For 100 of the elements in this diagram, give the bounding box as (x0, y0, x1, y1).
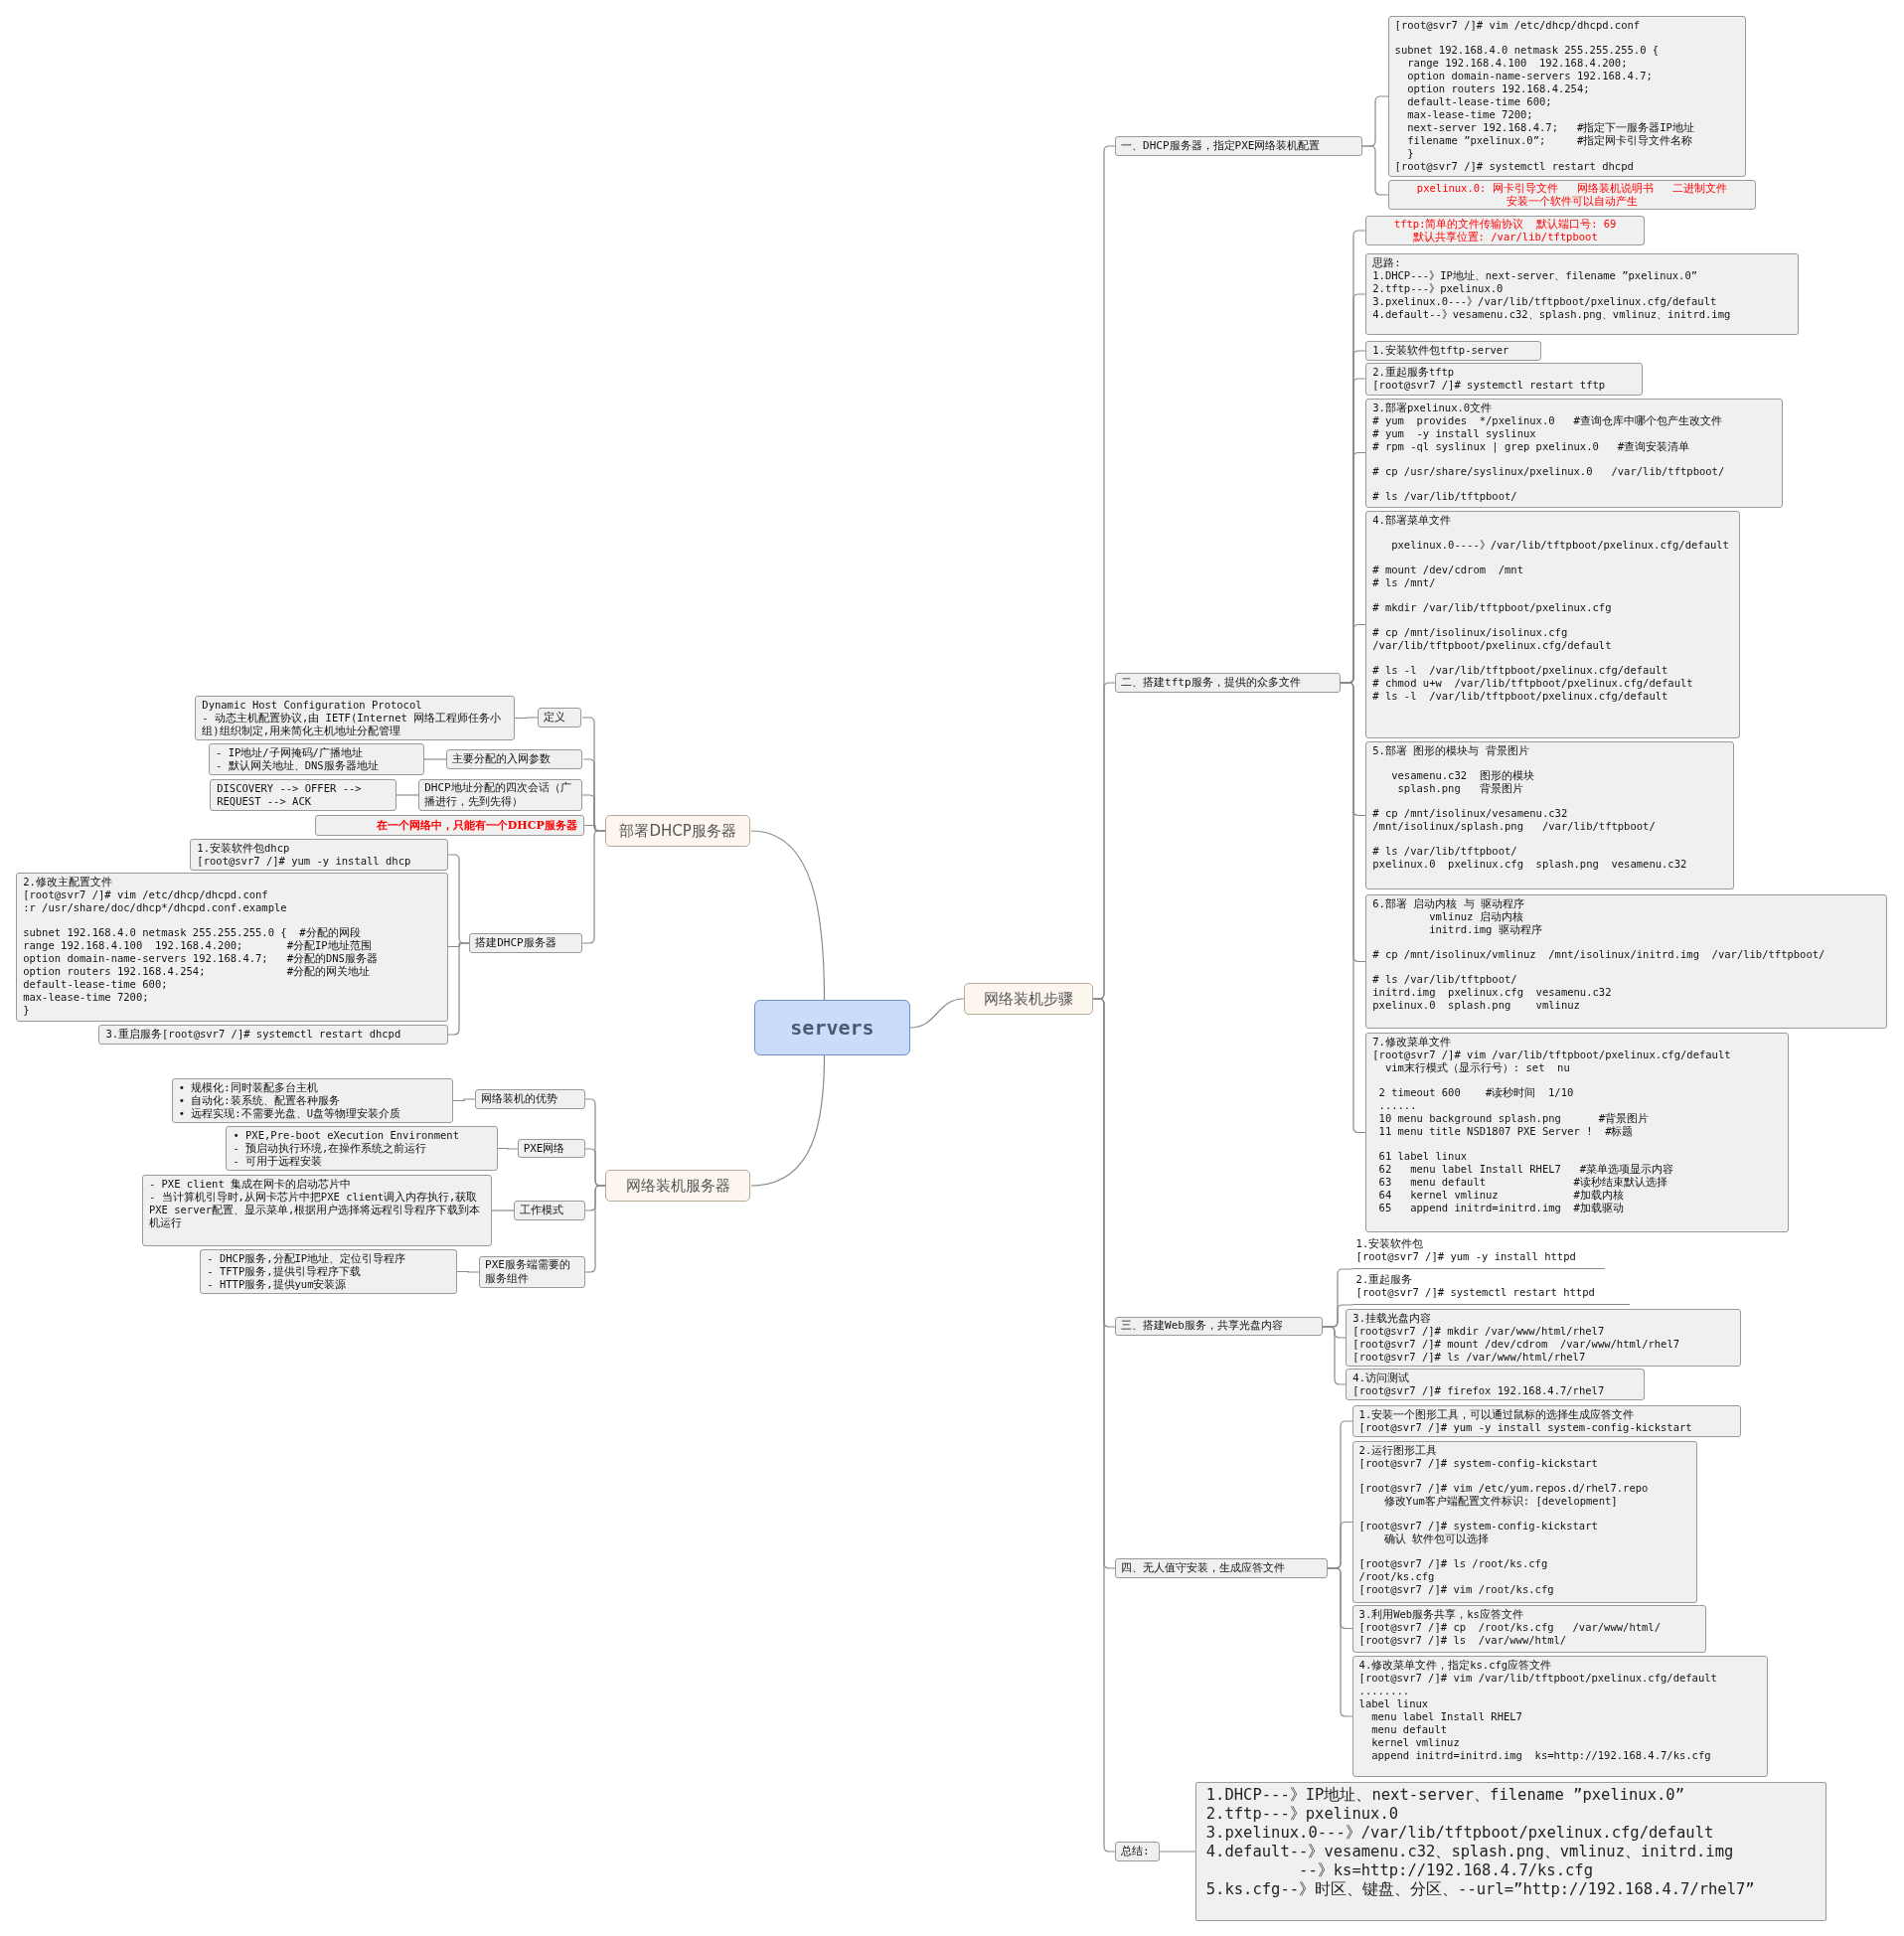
code-line: [root@svr7 /]# ls /root/ks.cfg (1358, 1557, 1549, 1571)
code-line: [root@svr7 /]# vim /etc/yum.repos.d/rhel7.repo (1358, 1482, 1650, 1496)
underlined-topic (1351, 1237, 1606, 1270)
topic-text: DHCP地址分配的四次会话（广播进行，先到先得） (424, 781, 572, 810)
code-line: 3.挂载光盘内容 (1352, 1312, 1432, 1326)
code-line: ...... (1377, 1098, 1418, 1112)
code-line: pxelinux.0----》/var/lib/tftpboot/pxelinux.cfg/default (1390, 539, 1730, 553)
note-text: 在一个网络中，只能有一个DHCP服务器 (375, 818, 577, 835)
code-line: initrd.img 驱动程序 (1428, 922, 1543, 936)
summary-line: 4.default--》vesamenu.c32、splash.png、vmlinuz、initrd.img (1205, 1843, 1735, 1861)
note-box (226, 1126, 498, 1172)
code-line: [root@svr7 /]# vim /var/lib/tftpboot/pxelinux.cfg/default (1372, 1048, 1732, 1061)
code-line: # mount /dev/cdrom /mnt (1372, 564, 1524, 577)
note-box (1387, 16, 1746, 177)
topic-text: 四、无人值守安装，生成应答文件 (1121, 1561, 1286, 1575)
topic-label (513, 1200, 585, 1220)
topic-text: 搭建DHCP服务器 (475, 936, 557, 951)
code-line: - 动态主机配置协议,由 IETF(Internet 网络工程师任务小组)组织制定,用来简化主机地址分配管理 (202, 711, 503, 737)
code-line: • 规模化:同时装配多台主机 (178, 1080, 319, 1094)
topic-label (1115, 1841, 1160, 1861)
code-line: 2.重起服务tftp (1372, 366, 1456, 380)
code-line: 2 timeout 600 #读秒时间 1/10 (1377, 1085, 1575, 1099)
code-line: max-lease-time 7200; (1406, 108, 1534, 122)
topic-text: 工作模式 (519, 1203, 564, 1217)
code-line: DISCOVERY --> OFFER --> REQUEST --> ACK (217, 782, 363, 809)
code-line: 2.运行图形工具 (1358, 1444, 1439, 1458)
note-text: pxelinux.0: 网卡引导文件 网络装机说明书 二进制文件 (1415, 182, 1728, 196)
note-box (1365, 399, 1784, 508)
topic-text: 网络装机服务器 (624, 1175, 731, 1197)
code-line: } (1406, 147, 1415, 161)
code-line: 1.安装一个图形工具，可以通过鼠标的选择生成应答文件 (1358, 1408, 1636, 1421)
code-line: [root@svr7 /]# yum -y install system-config-kickstart (1358, 1421, 1693, 1434)
code-line: range 192.168.4.100 192.168.4.200; (1406, 57, 1629, 71)
summary-line: 1.DHCP---》IP地址、next-server、filename ”pxelinux.0” (1205, 1786, 1686, 1805)
code-line: 1.安装软件包 (1355, 1237, 1425, 1250)
code-line: [root@svr7 /]# vim /root/ks.cfg (1358, 1583, 1555, 1597)
code-line: 1.DHCP---》IP地址、next-server、filename ”pxelinux.0” (1372, 268, 1699, 282)
code-line: - 预启动执行环境,在操作系统之前运行 (233, 1142, 428, 1156)
note-box (314, 815, 584, 837)
code-line: 64 kernel vmlinuz #加载内核 (1377, 1188, 1625, 1202)
code-line: - PXE client 集成在网卡的启动芯片中 (148, 1177, 353, 1191)
topic-text: 部署DHCP服务器 (618, 821, 737, 843)
note-box (209, 743, 425, 776)
branch-topic (604, 815, 751, 848)
code-line: • PXE,Pre-boot eXecution Environment (233, 1129, 460, 1143)
code-line: 3.利用Web服务共享，ks应答文件 (1358, 1608, 1524, 1622)
code-line: vim末行模式（显示行号）: set nu (1383, 1060, 1571, 1074)
connector-line (452, 1098, 476, 1102)
code-line: 11 menu title NSD1807 PXE Server ! #标题 (1377, 1124, 1635, 1138)
code-line: [root@svr7 /]# vim /etc/dhcp/dhcpd.conf (23, 888, 269, 902)
topic-label (475, 1088, 585, 1109)
connector-line (909, 998, 965, 1029)
note-box (98, 1025, 448, 1046)
topic-label (1115, 135, 1362, 156)
underlined-topic (1351, 1273, 1631, 1306)
code-line: /root/ks.cfg (1358, 1570, 1436, 1584)
code-line: pxelinux.0 splash.png vmlinuz (1372, 998, 1581, 1012)
code-line: vesamenu.c32 图形的模块 (1390, 768, 1535, 782)
code-line: option routers 192.168.4.254; (1406, 82, 1591, 96)
code-line: - 默认网关地址、DNS服务器地址 (216, 759, 380, 772)
note-box (1351, 1441, 1698, 1603)
code-line: append initrd=initrd.img ks=http://192.168.4.7/ks.cfg (1370, 1749, 1712, 1763)
code-line: 3.部署pxelinux.0文件 (1372, 402, 1494, 415)
code-line: :r /usr/share/doc/dhcp*/dhcpd.conf.example (23, 901, 288, 915)
note-box (1365, 740, 1734, 889)
code-line: [root@svr7 /]# vim /var/lib/tftpboot/pxelinux.cfg/default (1358, 1672, 1718, 1686)
connector-line (491, 1210, 515, 1211)
code-line: max-lease-time 7200; (23, 991, 150, 1005)
connector-line (1361, 145, 1389, 196)
topic-label (517, 1138, 585, 1159)
code-line: pxelinux.0 pxelinux.cfg splash.png vesamenu.c32 (1372, 857, 1688, 871)
code-line: menu default (1370, 1723, 1449, 1737)
code-line: [root@svr7 /]# systemctl restart tftp (1372, 379, 1607, 393)
code-line: # cp /mnt/isolinux/isolinux.cfg /var/lib/tftpboot/pxelinux.cfg/default (1372, 626, 1613, 653)
code-line: # chmod u+w /var/lib/tftpboot/pxelinux.cfg/default (1372, 677, 1694, 691)
code-line: # ls /var/lib/tftpboot/ (1372, 490, 1518, 504)
code-line: [root@svr7 /]# yum -y install httpd (1355, 1250, 1577, 1263)
note-box (141, 1174, 492, 1246)
code-line: option domain-name-servers 192.168.4.7; (1406, 70, 1654, 83)
code-line: # ls -l /var/lib/tftpboot/pxelinux.cfg/default (1372, 664, 1669, 678)
note-box (210, 779, 397, 812)
code-line: • 自动化:装系统、配置各种服务 (178, 1093, 341, 1107)
note-box (1346, 1368, 1646, 1401)
connector-line (423, 758, 447, 760)
code-line: [root@svr7 /]# system-config-kickstart (1358, 1457, 1599, 1471)
code-line: 修改Yum客户端配置文件标识: [development] (1382, 1495, 1619, 1509)
topic-label (479, 1255, 585, 1288)
code-line: option routers 192.168.4.254; #分配的网关地址 (23, 965, 371, 979)
summary-box (1194, 1782, 1826, 1922)
code-line: [root@svr7 /]# mount /dev/cdrom /var/www/html/rhel7 (1352, 1338, 1681, 1352)
code-line: 7.修改菜单文件 (1372, 1035, 1452, 1049)
code-line: # ls -l /var/lib/tftpboot/pxelinux.cfg/default (1372, 690, 1669, 704)
summary-line: 2.tftp---》pxelinux.0 (1205, 1805, 1400, 1824)
connector-line (750, 1054, 826, 1187)
connector-line (396, 794, 419, 796)
code-line: 2.tftp---》pxelinux.0 (1372, 281, 1505, 295)
note-box (195, 695, 516, 740)
code-line: 6.部署 启动内核 与 驱动程序 (1372, 896, 1525, 910)
code-line: 63 menu default #读秒结束默认选择 (1377, 1175, 1668, 1189)
code-line: 思路: (1372, 255, 1402, 269)
